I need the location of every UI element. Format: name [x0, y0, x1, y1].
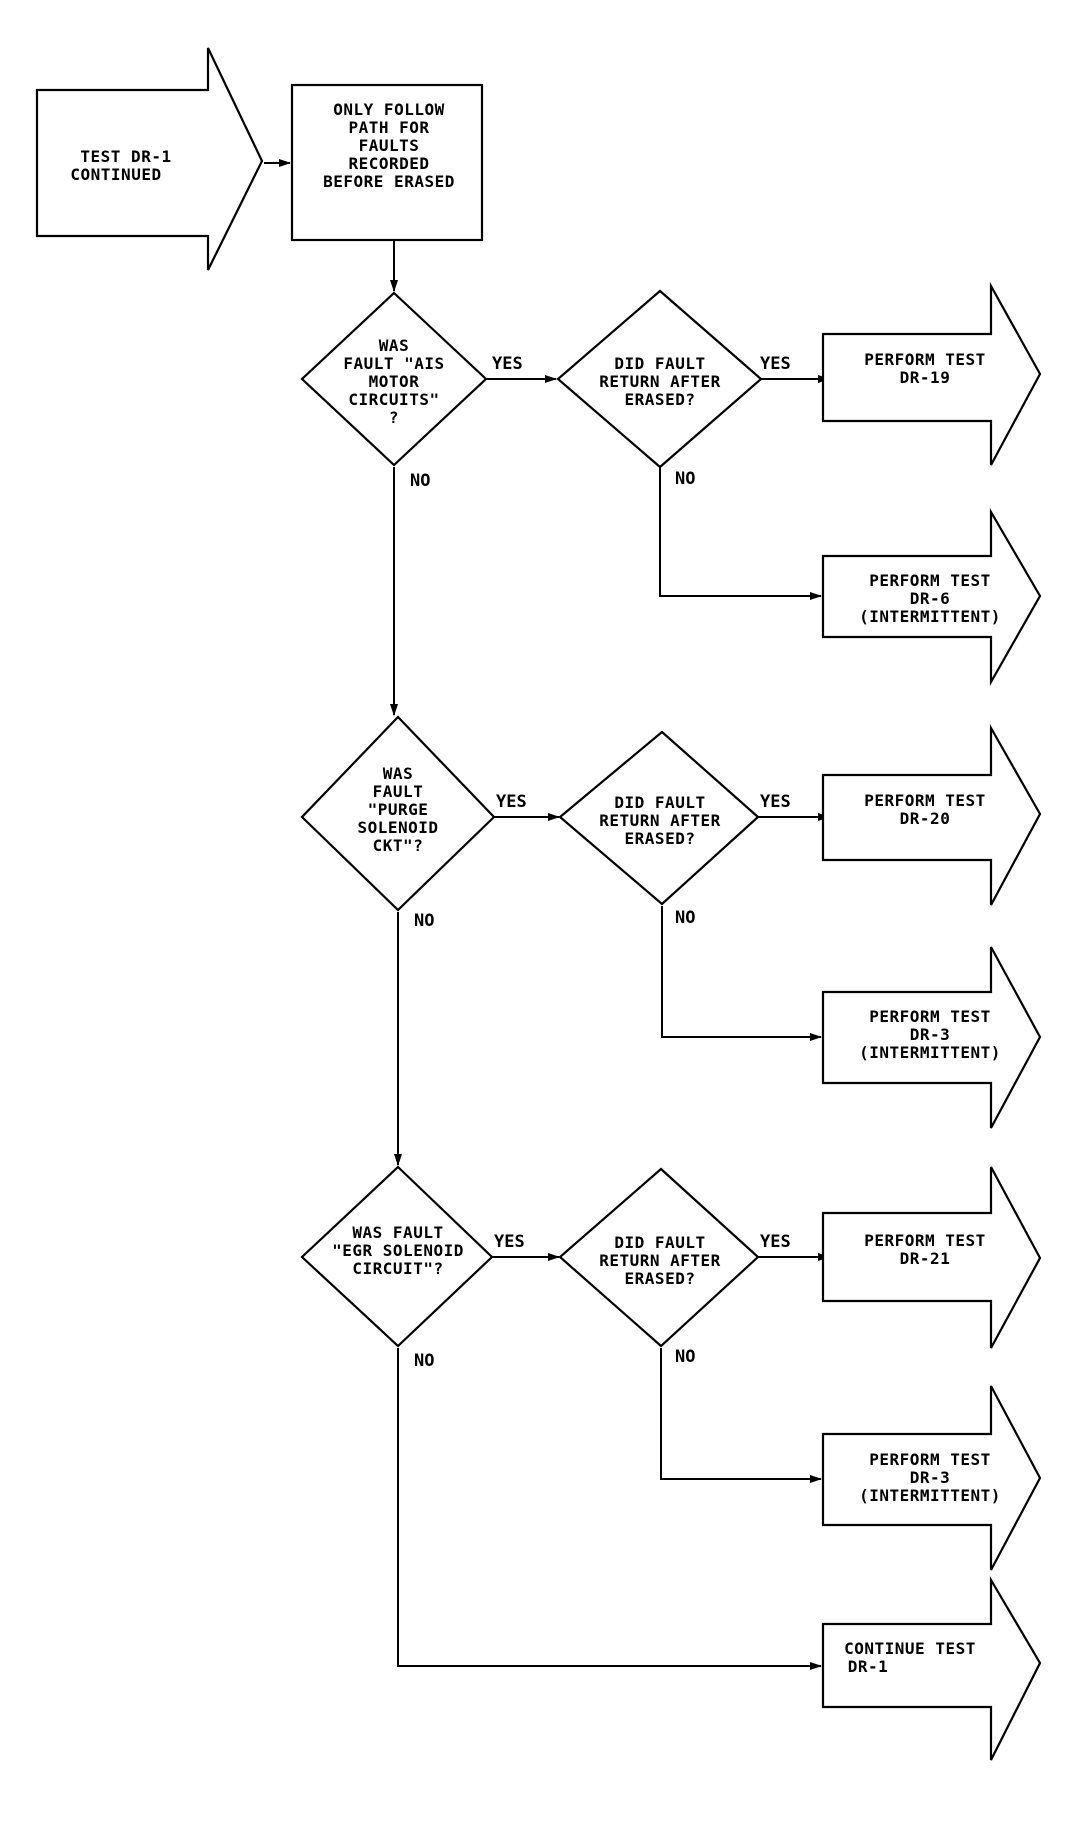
- decision-1: WAS FAULT "AIS MOTOR CIRCUITS" ?: [300, 291, 488, 467]
- result-3-yes: PERFORM TEST DR-21: [821, 1166, 1042, 1349]
- decision-3-line-1: WAS FAULT: [352, 1223, 443, 1242]
- result-3-no: PERFORM TEST DR-3 (INTERMITTENT): [821, 1385, 1042, 1571]
- note-line-2: PATH FOR: [348, 118, 429, 137]
- check-1-line-1: DID FAULT: [614, 354, 705, 373]
- end-terminal: CONTINUE TEST DR-1: [821, 1575, 1042, 1761]
- check-2-no-label: NO: [675, 908, 695, 928]
- connector-d1-check-no: [659, 467, 822, 600]
- check-1: DID FAULT RETURN AFTER ERASED?: [556, 289, 763, 469]
- result-1-yes: PERFORM TEST DR-19: [821, 281, 1042, 466]
- decision-2-line-4: SOLENOID: [357, 818, 438, 837]
- result-1-no-line-2: DR-6: [910, 589, 951, 608]
- check-3-line-2: RETURN AFTER: [599, 1251, 721, 1270]
- decision-3-yes-label: YES: [494, 1232, 525, 1252]
- result-2-no-line-3: (INTERMITTENT): [859, 1043, 1001, 1062]
- decision-1-line-4: CIRCUITS": [348, 390, 439, 409]
- check-2-line-1: DID FAULT: [614, 793, 705, 812]
- decision-2-line-2: FAULT: [373, 782, 424, 801]
- connector-d3-check-no: [660, 1348, 822, 1483]
- start-line-2: CONTINUED: [70, 165, 161, 184]
- decision-2-line-1: WAS: [383, 764, 413, 783]
- decision-2-line-3: "PURGE: [368, 800, 429, 819]
- check-2: DID FAULT RETURN AFTER ERASED?: [558, 730, 760, 906]
- decision-1-line-5: ?: [389, 408, 399, 427]
- check-3-line-3: ERASED?: [625, 1269, 696, 1288]
- result-2-no-line-1: PERFORM TEST: [869, 1007, 991, 1026]
- decision-2: WAS FAULT "PURGE SOLENOID CKT"?: [300, 715, 496, 912]
- decision-2-yes-label: YES: [496, 792, 527, 812]
- start-terminal: TEST DR-1 CONTINUED: [35, 47, 264, 271]
- result-2-yes-line-1: PERFORM TEST: [864, 791, 986, 810]
- check-3-no-label: NO: [675, 1347, 695, 1367]
- result-1-yes-line-1: PERFORM TEST: [864, 350, 986, 369]
- note-line-5: BEFORE ERASED: [323, 172, 455, 191]
- decision-3-no-label: NO: [414, 1351, 434, 1371]
- check-3: DID FAULT RETURN AFTER ERASED?: [558, 1167, 760, 1348]
- result-1-no-line-3: (INTERMITTENT): [859, 607, 1001, 626]
- end-line-1: CONTINUE TEST: [844, 1639, 976, 1658]
- result-2-yes: PERFORM TEST DR-20: [821, 723, 1042, 906]
- result-2-no: PERFORM TEST DR-3 (INTERMITTENT): [821, 946, 1042, 1129]
- instruction-box: ONLY FOLLOW PATH FOR FAULTS RECORDED BEF…: [290, 83, 484, 242]
- connector-d3-no: [397, 1348, 822, 1670]
- check-1-yes-label: YES: [760, 354, 791, 374]
- note-line-3: FAULTS: [359, 136, 420, 155]
- connectors: [264, 159, 830, 1670]
- check-3-line-1: DID FAULT: [614, 1233, 705, 1252]
- decision-3-line-2: "EGR SOLENOID: [332, 1241, 464, 1260]
- result-1-no-line-1: PERFORM TEST: [869, 571, 991, 590]
- decision-1-line-2: FAULT "AIS: [343, 354, 444, 373]
- result-1-no: PERFORM TEST DR-6 (INTERMITTENT): [821, 507, 1042, 687]
- result-1-yes-line-2: DR-19: [900, 368, 951, 387]
- decision-1-yes-label: YES: [492, 354, 523, 374]
- decision-2-no-label: NO: [414, 911, 434, 931]
- connector-d2-check-no: [661, 906, 822, 1041]
- result-2-yes-line-2: DR-20: [900, 809, 951, 828]
- check-2-yes-label: YES: [760, 792, 791, 812]
- decision-1-no-label: NO: [410, 471, 430, 491]
- note-line-4: RECORDED: [348, 154, 429, 173]
- result-3-yes-line-2: DR-21: [900, 1249, 951, 1268]
- decision-3: WAS FAULT "EGR SOLENOID CIRCUIT"?: [300, 1165, 494, 1348]
- note-line-1: ONLY FOLLOW: [333, 100, 444, 119]
- result-3-no-line-3: (INTERMITTENT): [859, 1486, 1001, 1505]
- result-3-no-line-2: DR-3: [910, 1468, 951, 1487]
- decision-2-line-5: CKT"?: [373, 836, 424, 855]
- decision-1-line-3: MOTOR: [369, 372, 420, 391]
- decision-3-line-3: CIRCUIT"?: [352, 1259, 443, 1278]
- check-1-no-label: NO: [675, 469, 695, 489]
- start-line-1: TEST DR-1: [80, 147, 171, 166]
- result-2-no-line-2: DR-3: [910, 1025, 951, 1044]
- result-3-no-line-1: PERFORM TEST: [869, 1450, 991, 1469]
- check-1-line-2: RETURN AFTER: [599, 372, 721, 391]
- check-2-line-3: ERASED?: [625, 829, 696, 848]
- check-1-line-3: ERASED?: [625, 390, 696, 409]
- check-3-yes-label: YES: [760, 1232, 791, 1252]
- decision-1-line-1: WAS: [379, 336, 409, 355]
- result-3-yes-line-1: PERFORM TEST: [864, 1231, 986, 1250]
- end-line-2: DR-1: [848, 1657, 889, 1676]
- check-2-line-2: RETURN AFTER: [599, 811, 721, 830]
